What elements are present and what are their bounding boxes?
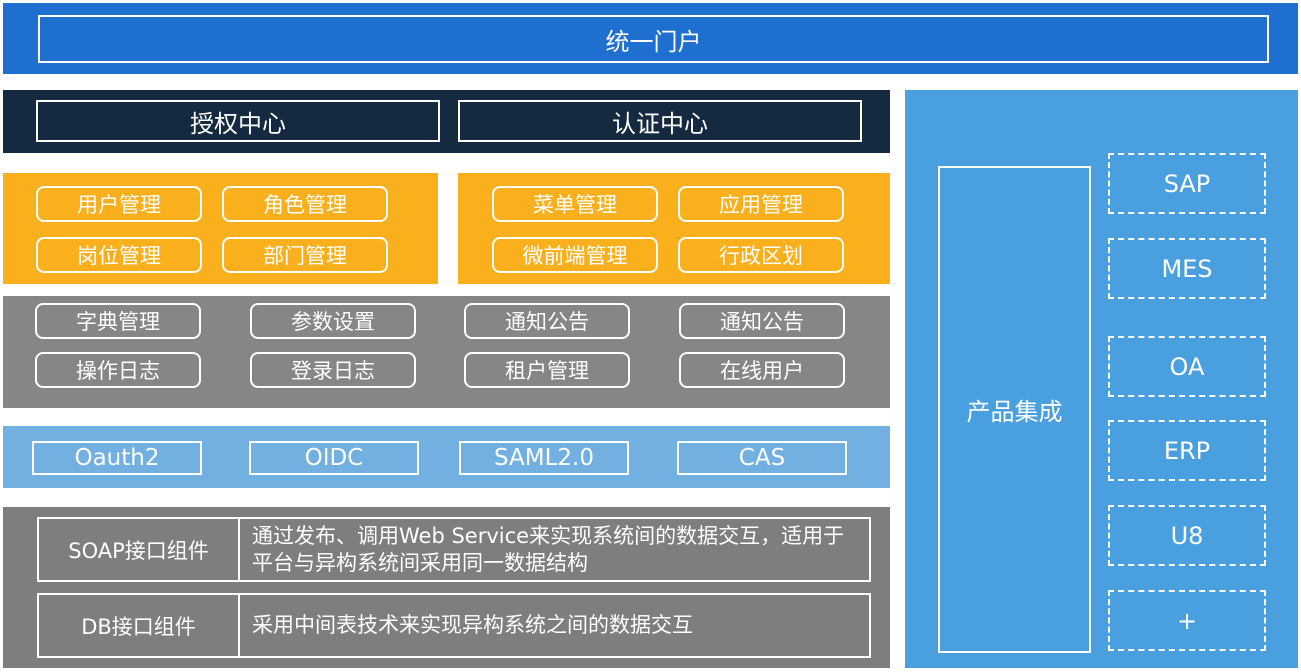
product-erp[interactable]: ERP	[1108, 420, 1266, 481]
protocol-panel: Oauth2 OIDC SAML2.0 CAS	[3, 426, 890, 488]
db-interface-row: DB接口组件 采用中间表技术来实现异构系统之间的数据交互	[37, 593, 871, 658]
product-oa[interactable]: OA	[1108, 336, 1266, 397]
product-integration-panel: 产品集成 SAP MES OA ERP U8 +	[905, 90, 1298, 668]
product-u8[interactable]: U8	[1108, 505, 1266, 566]
product-mes[interactable]: MES	[1108, 238, 1266, 299]
module-micro-frontend-management[interactable]: 微前端管理	[492, 237, 658, 273]
db-interface-name: DB接口组件	[39, 595, 240, 656]
module-department-management[interactable]: 部门管理	[222, 237, 388, 273]
module-operation-log[interactable]: 操作日志	[35, 352, 201, 388]
module-online-users[interactable]: 在线用户	[679, 352, 845, 388]
module-administrative-division[interactable]: 行政区划	[678, 237, 844, 273]
module-app-management[interactable]: 应用管理	[678, 186, 844, 222]
interface-panel: SOAP接口组件 通过发布、调用Web Service来实现系统间的数据交互，适…	[3, 507, 890, 668]
auth-row: 授权中心 认证中心	[3, 90, 890, 153]
db-interface-desc: 采用中间表技术来实现异构系统之间的数据交互	[252, 613, 693, 638]
module-parameter-settings[interactable]: 参数设置	[250, 303, 416, 339]
module-notice-1[interactable]: 通知公告	[464, 303, 630, 339]
protocol-saml[interactable]: SAML2.0	[459, 441, 629, 475]
module-user-management[interactable]: 用户管理	[36, 186, 202, 222]
protocol-oidc[interactable]: OIDC	[249, 441, 419, 475]
module-dictionary-management[interactable]: 字典管理	[35, 303, 201, 339]
soap-interface-row: SOAP接口组件 通过发布、调用Web Service来实现系统间的数据交互，适…	[37, 517, 871, 582]
module-notice-2[interactable]: 通知公告	[679, 303, 845, 339]
app-module-panel: 菜单管理 应用管理 微前端管理 行政区划	[458, 173, 890, 284]
soap-interface-name: SOAP接口组件	[39, 519, 240, 580]
module-post-management[interactable]: 岗位管理	[36, 237, 202, 273]
product-sap[interactable]: SAP	[1108, 153, 1266, 214]
protocol-oauth2[interactable]: Oauth2	[32, 441, 202, 475]
portal-title[interactable]: 统一门户	[38, 15, 1269, 63]
authentication-center[interactable]: 认证中心	[458, 100, 862, 142]
protocol-cas[interactable]: CAS	[677, 441, 847, 475]
module-role-management[interactable]: 角色管理	[222, 186, 388, 222]
user-module-panel: 用户管理 角色管理 岗位管理 部门管理	[3, 173, 438, 284]
module-menu-management[interactable]: 菜单管理	[492, 186, 658, 222]
module-tenant-management[interactable]: 租户管理	[464, 352, 630, 388]
authorization-center[interactable]: 授权中心	[36, 100, 440, 142]
product-add[interactable]: +	[1108, 590, 1266, 651]
soap-interface-desc: 通过发布、调用Web Service来实现系统间的数据交互，适用于平台与异构系统…	[252, 524, 845, 575]
portal-banner: 统一门户	[3, 3, 1298, 74]
system-module-panel: 字典管理 参数设置 通知公告 通知公告 操作日志 登录日志 租户管理 在线用户	[3, 296, 890, 408]
product-integration-title[interactable]: 产品集成	[938, 166, 1091, 653]
module-login-log[interactable]: 登录日志	[250, 352, 416, 388]
